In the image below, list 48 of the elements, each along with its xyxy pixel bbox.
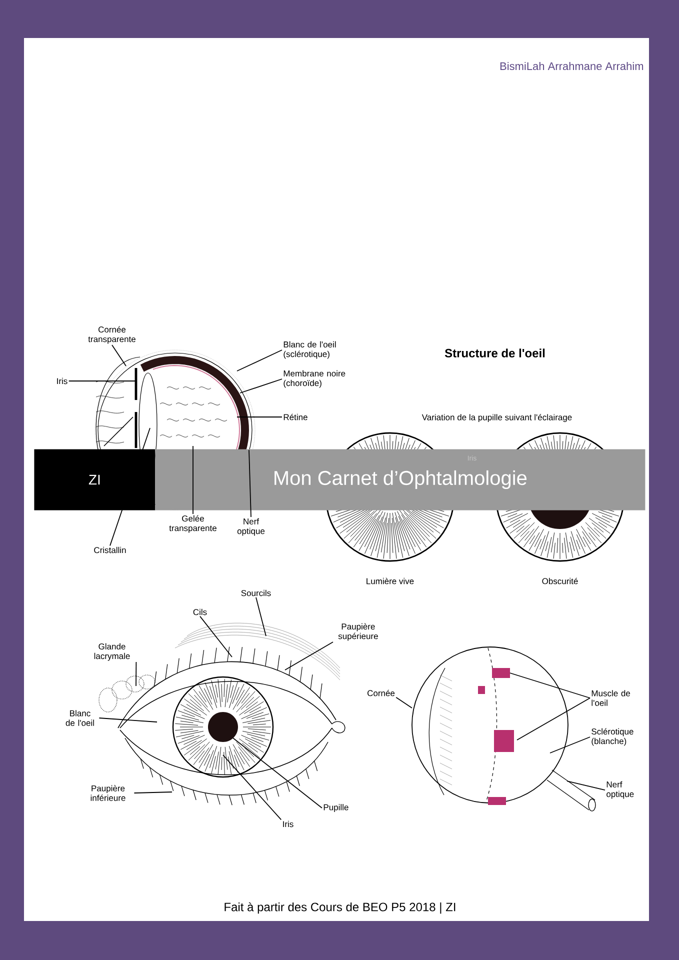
part-label: Blanc de l'oeil (sclérotique) [284,341,336,359]
part-label: Cornée transparente [88,326,136,344]
part-label: Nerf optique [606,781,634,799]
part-label: Pupille [324,804,348,812]
part-label: Membrane noire (choroïde) [284,370,346,388]
part-label: Muscle de l'oeil [592,690,630,706]
leader-line [134,792,172,794]
leader-line [510,672,590,698]
tag-box: ZI [34,449,156,510]
part-label: Rétine [284,414,308,420]
leader-line [516,698,590,740]
header-text: BismiLah Arrahmane Arrahim [500,62,644,70]
caption-text: Variation de la pupille suivant l'éclairage [422,414,572,422]
part-label: Cils [193,608,207,616]
leader-line [222,754,282,820]
leader-line [68,380,136,382]
part-label: Nerf optique [237,518,265,536]
section-heading: Structure de l'oeil [444,348,545,358]
part-label: Blanc de l'oeil [66,710,94,726]
leader-line [284,642,334,670]
leader-line [112,344,126,366]
part-label: Gelée transparente [169,515,216,533]
leader-line [192,446,194,514]
leader-line [550,736,590,754]
part-label: Paupière supérieure [338,623,378,641]
caption-text: Obscurité [542,578,578,584]
part-label: Cornée [368,690,395,696]
leader-line [256,596,266,636]
leader-line [240,378,282,394]
part-label: Cristallin [94,546,126,554]
part-label: Sourcils [241,590,271,596]
leader-line [98,718,158,722]
part-label: Sclérotique (blanche) [592,728,634,746]
leader-line [396,696,412,708]
part-label: Iris [57,378,68,384]
leader-line [248,450,252,518]
leader-line [236,416,282,418]
caption-text: Lumière vive [366,578,414,584]
leader-line [136,662,137,686]
leader-line [110,428,150,546]
part-label: Glande lacrymale [94,643,130,661]
leader-line [566,780,606,790]
part-label: Iris [283,820,294,828]
part-label: Paupière inférieure [90,785,126,801]
leader-line [200,616,232,658]
leader-line [236,350,282,372]
leader-line [232,738,322,808]
footer-text: Fait à partir des Cours de BEO P5 2018 | ZI [224,902,456,914]
